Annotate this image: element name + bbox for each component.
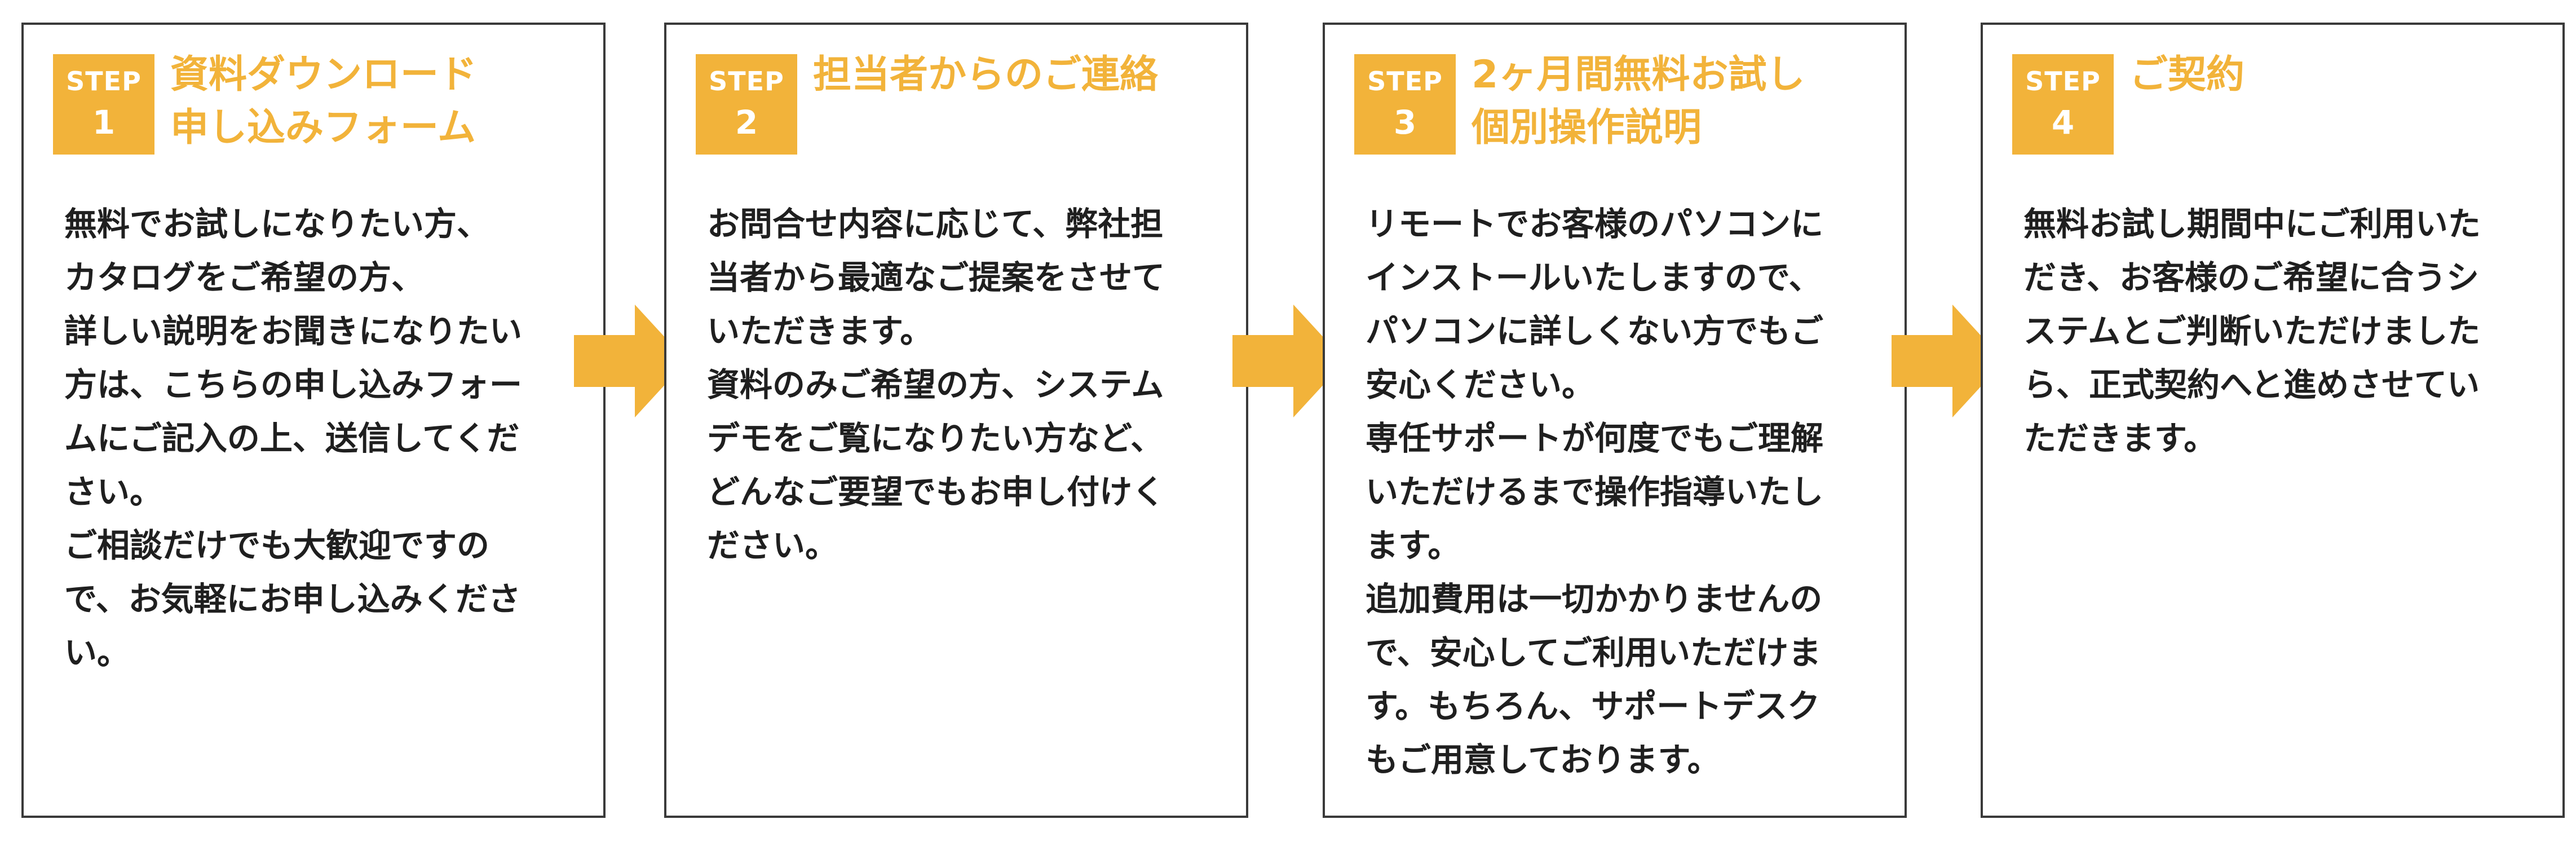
description-line: ださい。: [707, 526, 838, 565]
step-title-line: 2ヶ月間無料お試し: [1472, 52, 1805, 97]
step-number: 4: [2051, 103, 2075, 142]
description-line: 無料でお試しになりたい方、: [64, 205, 490, 243]
step-badge: STEP 4: [2012, 54, 2114, 155]
description-line: 方は、こちらの申し込みフォー: [64, 366, 523, 404]
step-title: 資料ダウンロード 申し込みフォーム: [170, 49, 586, 155]
step-title-line: ご契約: [2129, 52, 2245, 97]
description-line: 無料お試し期間中にご利用いた: [2023, 205, 2481, 243]
step-label: STEP: [66, 66, 142, 96]
step-title-line: 個別操作説明: [1472, 105, 1702, 150]
description-line: いただきます。: [707, 312, 933, 350]
description-line: 安心ください。: [1366, 366, 1595, 404]
step-label: STEP: [709, 66, 784, 96]
description-line: ます。: [1366, 526, 1461, 565]
step-label: STEP: [1367, 66, 1443, 96]
step-number: 1: [92, 103, 116, 142]
description-line: 専任サポートが何度でもご理解: [1366, 419, 1824, 457]
description-line: い。: [64, 633, 130, 672]
description-line: もご用意しております。: [1366, 741, 1720, 779]
step-badge: STEP 3: [1354, 54, 1456, 155]
arrow-right-icon: [574, 305, 687, 417]
description-line: ご相談だけでも大歓迎ですの: [64, 526, 490, 565]
step-card-3: STEP 3 2ヶ月間無料お試し 個別操作説明 リモートでお客様のパソコンに イ…: [1323, 23, 1907, 818]
description-line: だき、お客様のご希望に合うシ: [2023, 258, 2479, 297]
description-line: さい。: [64, 473, 163, 511]
step-number: 2: [735, 103, 758, 142]
step-badge: STEP 1: [53, 54, 154, 155]
step-number: 3: [1393, 103, 1417, 142]
description-line: 詳しい説明をお聞きになりたい: [64, 312, 523, 350]
step-card-4: STEP 4 ご契約 無料お試し期間中にご利用いた だき、お客様のご希望に合うシ…: [1981, 23, 2565, 818]
description-line: ステムとご判断いただけました: [2023, 312, 2481, 350]
step-title-line: 担当者からのご連絡: [813, 52, 1159, 97]
description-line: ら、正式契約へと進めさせてい: [2023, 366, 2480, 404]
description-line: す。もちろん、サポートデスク: [1366, 687, 1821, 725]
step-description: 無料お試し期間中にご利用いた だき、お客様のご希望に合うシ ステムとご判断いただ…: [2023, 197, 2540, 465]
description-line: リモートでお客様のパソコンに: [1366, 205, 1824, 243]
description-line: で、お気軽にお申し込みくださ: [64, 580, 521, 618]
arrow-right-icon: [1892, 305, 2004, 417]
step-description: 無料でお試しになりたい方、 カタログをご希望の方、 詳しい説明をお聞きになりたい…: [64, 197, 581, 680]
step-card-2: STEP 2 担当者からのご連絡 お問合せ内容に応じて、弊社担 当者から最適なご…: [664, 23, 1248, 818]
description-line: 資料のみご希望の方、システム: [707, 366, 1164, 404]
description-line: パソコンに詳しくない方でもご: [1366, 312, 1824, 350]
step-card-1: STEP 1 資料ダウンロード 申し込みフォーム 無料でお試しになりたい方、 カ…: [21, 23, 606, 818]
description-line: 当者から最適なご提案をさせて: [707, 258, 1165, 297]
description-line: ただきます。: [2023, 419, 2217, 457]
description-line: ムにご記入の上、送信してくだ: [64, 419, 520, 457]
step-title: ご契約: [2129, 49, 2546, 102]
description-line: お問合せ内容に応じて、弊社担: [707, 205, 1164, 243]
step-title: 担当者からのご連絡: [813, 49, 1229, 102]
description-line: 追加費用は一切かかりませんの: [1366, 580, 1823, 618]
step-title-line: 資料ダウンロード: [170, 52, 478, 97]
description-line: インストールいたしますので、: [1366, 258, 1822, 297]
description-line: で、安心してご利用いただけま: [1366, 633, 1821, 672]
step-description: お問合せ内容に応じて、弊社担 当者から最適なご提案をさせて いただきます。 資料…: [707, 197, 1223, 573]
step-title-line: 申し込みフォーム: [170, 105, 476, 150]
description-line: カタログをご希望の方、: [64, 258, 425, 297]
description-line: どんなご要望でもお申し付けく: [707, 473, 1165, 511]
step-label: STEP: [2025, 66, 2101, 96]
description-line: デモをご覧になりたい方など、: [707, 419, 1164, 457]
description-line: いただけるまで操作指導いたし: [1366, 473, 1824, 511]
step-title: 2ヶ月間無料お試し 個別操作説明: [1472, 49, 1888, 155]
arrow-right-icon: [1232, 305, 1345, 417]
step-description: リモートでお客様のパソコンに インストールいたしますので、 パソコンに詳しくない…: [1366, 197, 1882, 787]
step-badge: STEP 2: [696, 54, 797, 155]
